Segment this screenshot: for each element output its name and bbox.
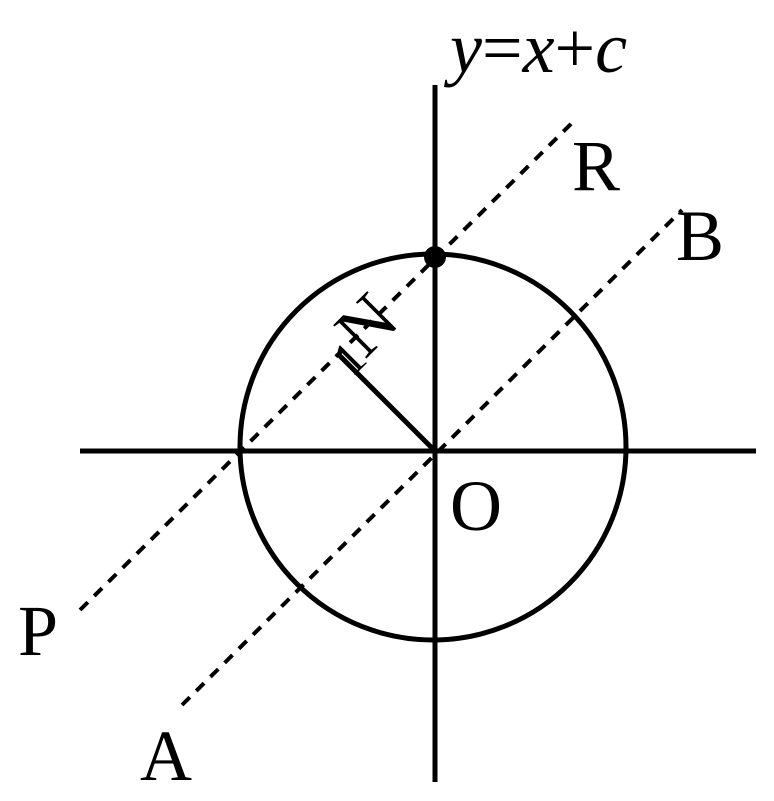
label-R: R — [572, 126, 620, 206]
intersection-point — [424, 246, 446, 268]
line-equation-label: y=x+c — [443, 8, 627, 88]
radius-ON — [335, 351, 437, 453]
label-O: O — [450, 466, 502, 546]
label-P: P — [18, 591, 58, 671]
label-B: B — [676, 196, 724, 276]
line-PR — [78, 116, 579, 612]
line-AB — [180, 208, 684, 707]
label-A: A — [140, 716, 192, 796]
